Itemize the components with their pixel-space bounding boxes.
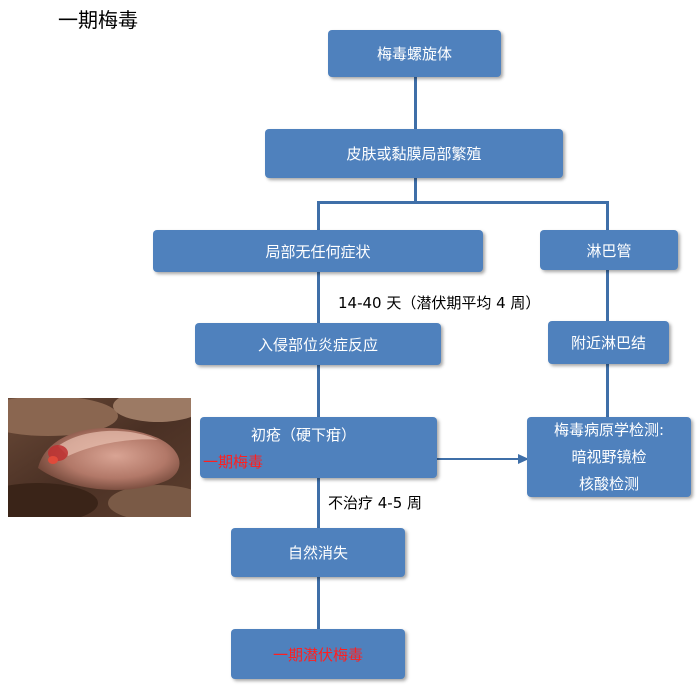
connector	[317, 272, 320, 323]
node-label: 核酸检测	[579, 471, 639, 498]
connector	[606, 364, 609, 417]
connector	[606, 270, 609, 321]
untreated-note: 不治疗 4-5 周	[328, 492, 422, 513]
node-no-symptoms: 局部无任何症状	[153, 230, 483, 272]
node-sublabel: 一期梅毒	[200, 451, 437, 472]
node-inflammation: 入侵部位炎症反应	[195, 323, 441, 365]
connector	[317, 365, 320, 417]
connector	[414, 178, 417, 202]
node-proliferation: 皮肤或黏膜局部繁殖	[265, 129, 563, 178]
node-label: 皮肤或黏膜局部繁殖	[346, 143, 481, 164]
node-lymph-node: 附近淋巴结	[548, 321, 669, 364]
node-pathogen-test: 梅毒病原学检测: 暗视野镜检 核酸检测	[527, 417, 691, 497]
clinical-photo	[8, 398, 191, 517]
node-label: 梅毒螺旋体	[377, 43, 452, 64]
node-chancre: 初疮（硬下疳） 一期梅毒	[200, 417, 437, 478]
node-lymph-vessel: 淋巴管	[540, 230, 678, 270]
connector	[317, 201, 320, 230]
node-label: 梅毒病原学检测:	[554, 417, 664, 444]
node-label: 自然消失	[288, 542, 348, 563]
node-latent: 一期潜伏梅毒	[231, 629, 405, 679]
node-disappear: 自然消失	[231, 528, 405, 577]
incubation-note: 14-40 天（潜伏期平均 4 周）	[338, 292, 540, 313]
connector	[606, 201, 609, 230]
node-label: 暗视野镜检	[571, 444, 646, 471]
node-label: 局部无任何症状	[265, 241, 370, 262]
connector	[317, 577, 320, 629]
connector	[437, 458, 521, 460]
node-label: 入侵部位炎症反应	[258, 334, 378, 355]
node-label: 淋巴管	[586, 240, 631, 261]
page-title: 一期梅毒	[58, 4, 138, 33]
node-label: 初疮（硬下疳）	[200, 424, 437, 445]
connector	[317, 478, 320, 528]
connector	[317, 201, 609, 204]
node-spirochete: 梅毒螺旋体	[328, 30, 501, 77]
connector	[414, 77, 417, 129]
node-label: 一期潜伏梅毒	[273, 644, 363, 665]
node-label: 附近淋巴结	[571, 332, 646, 353]
